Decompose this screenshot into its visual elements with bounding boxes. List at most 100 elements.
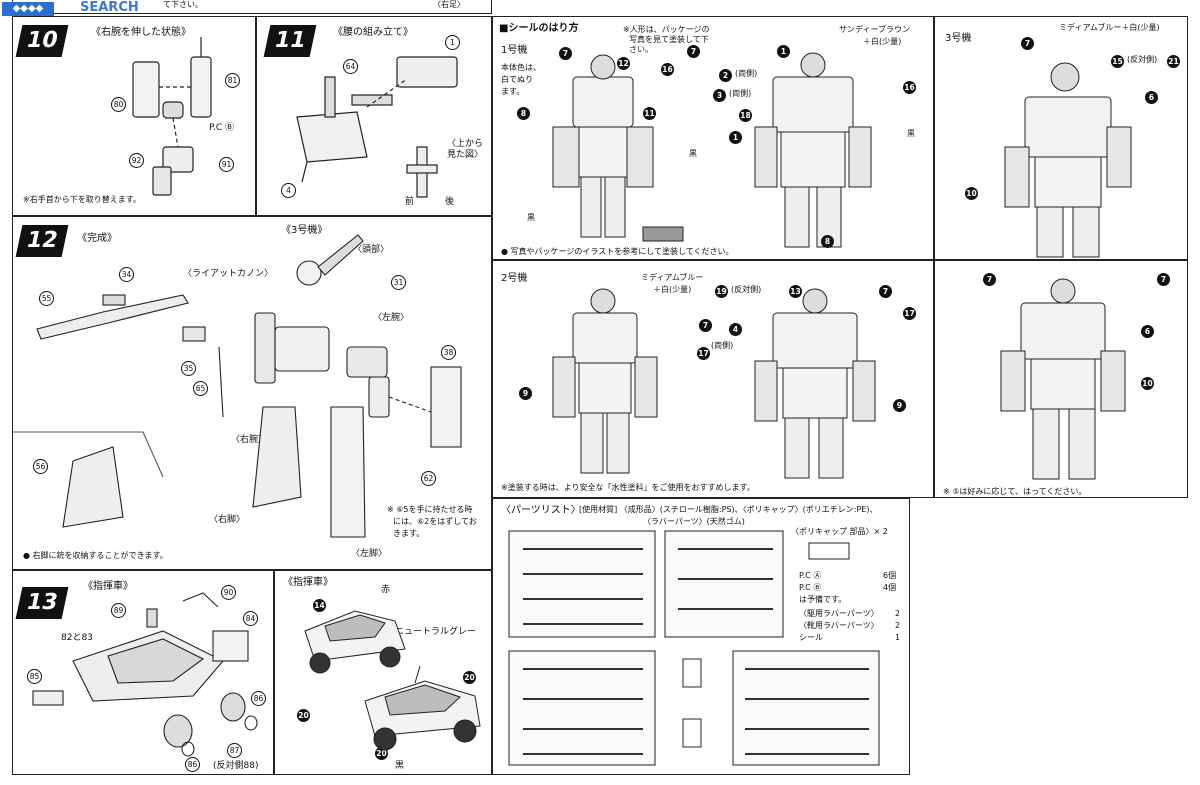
watermark-logo: ◆◆◆◆ SEARCH [0,0,160,18]
reverse-19-13: (反対側) [731,285,762,294]
doll-note-2: 写真を見て塗装して下 [629,35,709,44]
step-10-note: ※右手首から下を取り替えます。 [23,195,141,204]
left-arm-label: 〈左腕〉 [373,313,410,323]
both-sides-4: (両側) [711,341,734,350]
assembly-diagram [13,234,462,538]
command-car-illustrations [304,610,481,751]
u3-sticker-6: 6 [1145,91,1158,104]
doll-note-1: ※人形は、パッケージの [623,25,710,34]
unit-2-robot-illustrations [552,288,876,479]
u2-sticker-17b: 17 [697,347,710,360]
part-4-callout: 4 [281,183,296,198]
materials-line-1: [使用材質] 〈成形品〉(スチロール樹脂:PS)、〈ポリキャップ〉(ポリエチレン… [579,505,878,514]
rubber-1-qty: 2 [895,609,901,618]
top-view-note-2: 見た図〉 [447,150,484,160]
u1-sticker-16b: 16 [903,81,916,94]
unit-1-body-3: ます。 [501,87,525,96]
parts-list-title: 〈パーツリスト〉 [501,505,581,516]
u3-sticker-15: 15 [1111,55,1124,68]
photo-note: ● 写真やパッケージのイラストを参考にして塗装してください。 [501,247,734,256]
unit-3-label: 《3号機》 [281,225,328,236]
unit-2-sticker-panel: 2号機 ミディアムブルー ＋白(少量) (反対側) (両側) ※塗装する時は、よ… [492,260,934,498]
rifle-label: 〈ライアットカノン〉 [183,269,274,279]
step-12-note-2: には、⑥2をはずしてお [393,517,477,526]
pcb-qty: 4個 [883,583,897,592]
u2-sticker-19: 19 [715,285,728,298]
step-10-title: 《右腕を伸した状態》 [91,27,191,38]
u3b-sticker-7a: 7 [983,273,996,286]
part-55-callout: 55 [39,291,54,306]
sandy-brown-label: サンディーブラウン [839,25,910,34]
u3b-sticker-7b: 7 [1157,273,1170,286]
part-86b-callout: 86 [185,757,200,772]
u2-sticker-4: 4 [729,323,742,336]
unit-3-sticker-panel: 3号機 ミディアムブルー＋白(少量) (反対側) 7 15 21 6 10 [934,16,1188,260]
step-12-note-1: ※ ⑥5を手に持たせる時 [387,505,473,514]
unit-1-label: 1号機 [501,45,528,56]
paint-note: ※塗装する時は、より安全な「水性塗料」をご使用をおすすめします。 [501,483,755,492]
sticker-20a-callout: 20 [463,671,476,684]
parts-list-panel: 〈パーツリスト〉 [使用材質] 〈成形品〉(スチロール樹脂:PS)、〈ポリキャッ… [492,498,910,775]
pca-qty: 6個 [883,571,897,580]
sticker-14-callout: 14 [313,599,326,612]
unit-1-robot-illustrations [552,52,872,248]
back-label: 後 [445,197,455,207]
logo-mark-icon: ◆◆◆◆ [2,2,54,16]
part-31-callout: 31 [391,275,406,290]
front-label: 前 [405,197,415,207]
part-82-83-callout: 82と83 [61,633,93,643]
part-92-callout: 92 [129,153,144,168]
u1-sticker-2: 2 [719,69,732,82]
u1-sticker-1a: 1 [777,45,790,58]
top-fragment-2: 〈右足〉 [433,0,465,9]
unit-2-label: 2号機 [501,273,528,284]
u1-sticker-12: 12 [617,57,630,70]
u1-sticker-7a: 7 [559,47,572,60]
plus-white-label: ＋白(少量) [863,37,902,46]
u3-sticker-10: 10 [965,187,978,200]
part-86a-callout: 86 [251,691,266,706]
part-91-callout: 91 [219,157,234,172]
step-13-title: 《指揮車》 [83,581,133,592]
pca-label: P.C Ⓐ [799,571,822,580]
plus-white-2-label: ＋白(少量) [653,285,692,294]
materials-line-2: 〈ラバーパーツ〉(天然ゴム) [643,517,745,526]
right-arm-label: 〈右腕〉 [231,435,268,445]
polycap-label: 〈ポリキャップ 部品〉× 2 [791,527,888,536]
u3-sticker-7: 7 [1021,37,1034,50]
part-35-callout: 35 [181,361,196,376]
both-sides-2: (両側) [735,69,758,78]
part-84-callout: 84 [243,611,258,626]
seal-label: シール [799,633,823,642]
sticker-20b-callout: 20 [297,709,310,722]
part-64-callout: 64 [343,59,358,74]
u2-sticker-17a: 17 [903,307,916,320]
u2-sticker-7a: 7 [699,319,712,332]
optional-sticker-note: ※ ⑤は好みに応じて、はってください。 [943,487,1087,496]
u2-sticker-13: 13 [789,285,802,298]
left-leg-label: 〈左脚〉 [351,549,388,559]
unit-1-body-1: 本体色は、 [501,63,541,72]
u1-sticker-3: 3 [713,89,726,102]
unit-3-sticker-label: 3号機 [945,33,972,44]
unit-1-body-2: 白でぬり [501,75,533,84]
unit-3-back-illustration [1000,278,1126,480]
u1-sticker-7b: 7 [687,45,700,58]
head-label: 〈頭部〉 [353,245,390,255]
sprue-runners-diagram [508,530,880,766]
seal-qty: 1 [895,633,901,642]
neutral-grey-label: ニュートラルグレー [395,627,477,637]
sticker-guide-title: ■シールのはり方 [499,23,579,34]
vehicle-paint-panel: 《指揮車》 赤 14 ニュートラルグレー 20 20 20 黒 [274,570,492,775]
u1-sticker-1b: 1 [729,131,742,144]
u1-sticker-8b: 8 [821,235,834,248]
unit-3-back-sticker-panel: ※ ⑤は好みに応じて、はってください。 7 7 6 10 [934,260,1188,498]
reverse-15-21: (反対側) [1127,55,1158,64]
part-80-callout: 80 [111,97,126,112]
step-10-panel: 10 《右腕を伸した状態》 81 80 P.C Ⓑ 92 91 ※右手首から下を… [12,16,256,216]
waist-diagram [296,56,458,198]
step-13-panel: 13 《指揮車》 90 89 84 82と83 85 86 87 86 (反対側… [12,570,274,775]
black-label-3: 黒 [527,213,535,222]
u1-sticker-16a: 16 [661,63,674,76]
u2-sticker-7b: 7 [879,285,892,298]
